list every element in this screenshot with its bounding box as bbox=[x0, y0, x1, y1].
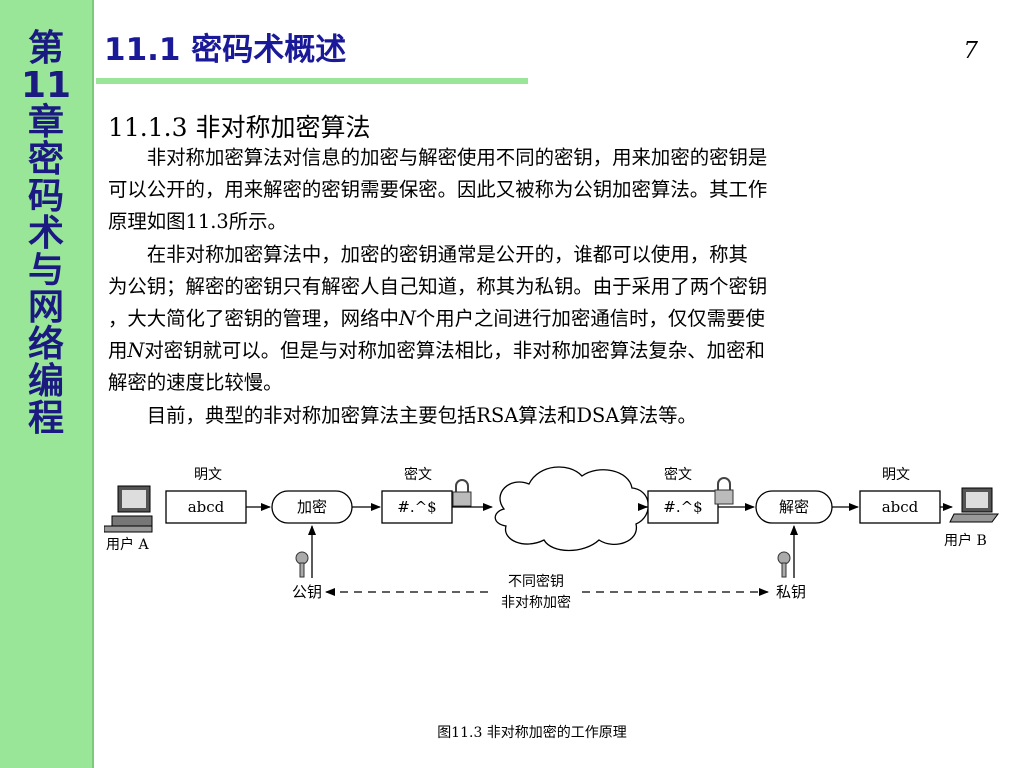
ciphertext-value-right: #.^$ bbox=[663, 498, 702, 516]
body-line: 非对称加密算法对信息的加密与解密使用不同的密钥，用来加密的密钥是 bbox=[108, 146, 768, 169]
body-line: 解密的速度比较慢。 bbox=[108, 371, 283, 395]
chapter-sidebar: 第 11 章 密 码 术 与 网 络 编 程 bbox=[0, 0, 94, 768]
body-line: 可以公开的，用来解密的密钥需要保密。因此又被称为公钥加密算法。其工作 bbox=[108, 178, 768, 202]
ciphertext-label-left: 密文 bbox=[404, 466, 432, 483]
computer-a-icon bbox=[104, 485, 153, 533]
body-line: 原理如图11.3所示。 bbox=[108, 210, 287, 234]
public-key-icon bbox=[295, 551, 309, 578]
public-key-label: 公钥 bbox=[292, 583, 322, 601]
body-text: 非对称加密算法对信息的加密与解密使用不同的密钥，用来加密的密钥是 可以公开的，用… bbox=[108, 142, 980, 432]
decrypt-label: 解密 bbox=[779, 498, 809, 516]
ciphertext-box-left bbox=[381, 490, 453, 524]
lock-icon bbox=[452, 479, 472, 507]
encrypt-label: 加密 bbox=[297, 498, 327, 516]
network-cloud-icon bbox=[494, 466, 649, 552]
slide-title: 11.1 密码术概述 bbox=[104, 32, 347, 68]
body-line: 为公钥；解密的密钥只有解密人自己知道，称其为私钥。由于采用了两个密钥 bbox=[108, 274, 768, 298]
laptop-b-icon bbox=[949, 487, 999, 523]
asymmetric-encryption-diagram: 用户 A 明文 abcd 加密 密文 #.^$ 密文 #.^$ 解密 明文 ab… bbox=[104, 466, 999, 611]
body-line: 目前，典型的非对称加密算法主要包括RSA算法和DSA算法等。 bbox=[108, 403, 697, 427]
ciphertext-label-right: 密文 bbox=[664, 466, 692, 483]
figure-caption: 图11.3 非对称加密的工作原理 bbox=[437, 725, 627, 741]
body-line: 用N对密钥就可以。但是与对称加密算法相比，非对称加密算法复杂、加密和 bbox=[108, 339, 765, 363]
plaintext-value-right: abcd bbox=[882, 498, 919, 516]
different-keys-label: 不同密钥 bbox=[508, 573, 564, 590]
section-heading: 11.1.3 非对称加密算法 bbox=[108, 113, 371, 142]
private-key-label: 私钥 bbox=[776, 583, 806, 601]
title-underline bbox=[96, 78, 528, 84]
plaintext-box-right bbox=[859, 490, 941, 524]
body-line: ，大大简化了密钥的管理，网络中N个用户之间进行加密通信时，仅仅需要使 bbox=[108, 306, 765, 330]
lock-icon bbox=[714, 477, 734, 505]
page-number: 7 bbox=[963, 38, 978, 64]
plaintext-label-right: 明文 bbox=[882, 467, 910, 483]
asymmetric-label: 非对称加密 bbox=[501, 594, 571, 611]
user-b-label: 用户 B bbox=[944, 532, 987, 549]
plaintext-label-left: 明文 bbox=[194, 467, 222, 483]
plaintext-box-left bbox=[165, 490, 247, 524]
user-a-label: 用户 A bbox=[106, 536, 149, 553]
plaintext-value-left: abcd bbox=[188, 498, 225, 516]
ciphertext-value-left: #.^$ bbox=[397, 498, 436, 516]
private-key-icon bbox=[777, 551, 791, 578]
body-line: 在非对称加密算法中，加密的密钥通常是公开的，谁都可以使用，称其 bbox=[108, 242, 748, 266]
chapter-title: 第 11 章 密 码 术 与 网 络 编 程 bbox=[20, 28, 72, 439]
